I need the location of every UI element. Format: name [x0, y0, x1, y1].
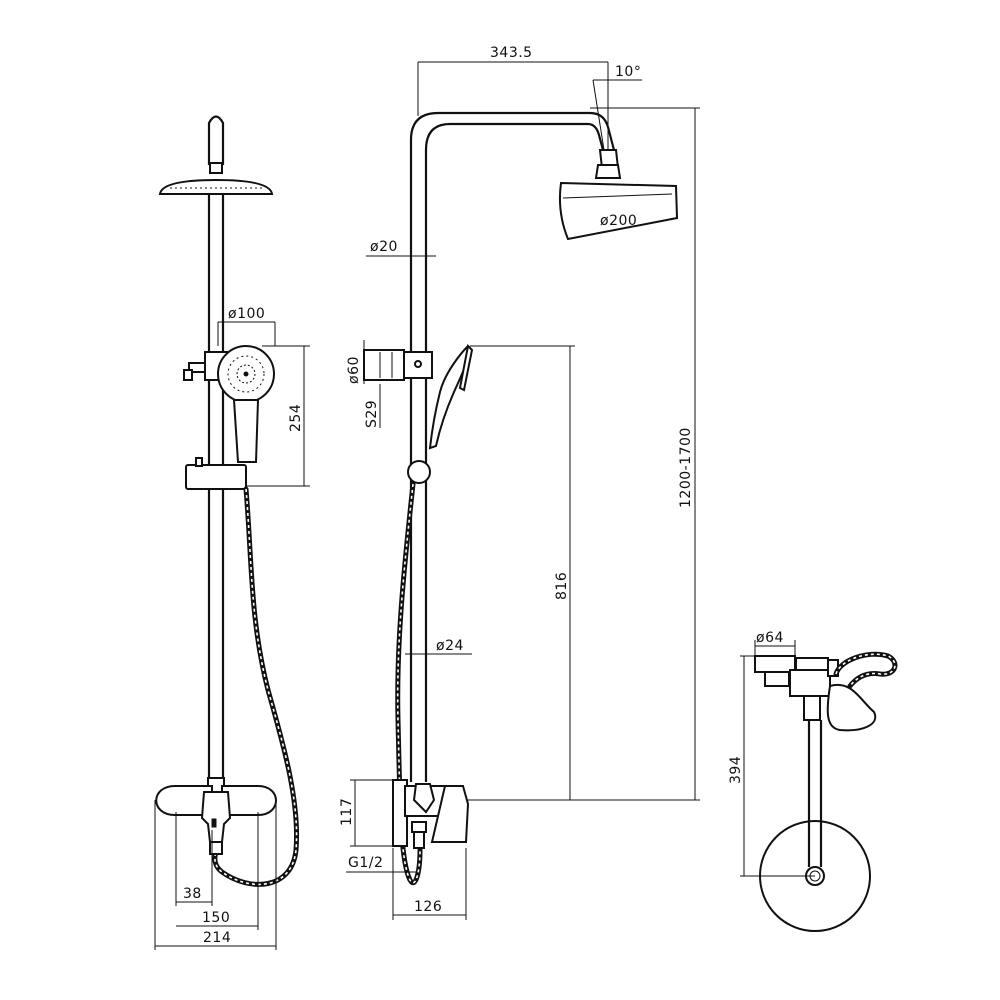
top-hose: [833, 651, 898, 689]
top-mixer-body: [789, 669, 831, 697]
side-riser-outer: [409, 111, 616, 782]
dim-side-inlet-thread: G1/2: [348, 855, 383, 871]
dim-side-total-height: 1200-1700: [678, 427, 694, 508]
top-view: ø64 394: [728, 630, 898, 932]
side-handshower: [428, 344, 472, 450]
dim-side-lower-tube-diameter: ø24: [436, 638, 464, 654]
front-hose-nut: [209, 841, 223, 855]
dim-side-head-tilt: 10°: [615, 64, 641, 80]
front-rain-head: [158, 178, 274, 195]
side-riser-inner: [424, 122, 605, 782]
front-mixer-lever: [200, 791, 232, 843]
dim-side-holder-diameter: ø60: [346, 356, 362, 384]
front-tube-top: [207, 115, 225, 165]
side-mixer-lever: [430, 785, 470, 843]
dim-top-riser-length: 394: [728, 756, 744, 784]
top-mixer-lever: [826, 683, 877, 732]
dim-front-slider-to-handshower: 254: [288, 404, 304, 432]
dim-front-mixer-width: 214: [203, 930, 231, 946]
dim-front-handshower-diameter: ø100: [228, 306, 265, 322]
front-slider: [185, 464, 247, 490]
front-mixer-left-flange: [155, 785, 213, 816]
dim-side-mixer-height: 117: [339, 798, 355, 826]
front-hose: [212, 486, 300, 887]
dim-front-inlet-offset: 38: [183, 886, 202, 902]
dim-side-mixer-to-holder: 816: [554, 572, 570, 600]
dim-side-head-diameter: ø200: [600, 213, 637, 229]
dim-top-flange-diameter: ø64: [756, 630, 784, 646]
dim-side-holder-thread: S29: [364, 400, 380, 428]
dim-side-upper-tube-diameter: ø20: [370, 239, 398, 255]
front-tube-collar: [209, 162, 223, 174]
side-holder-cup: [363, 349, 405, 381]
side-view: 343.5 10° ø200 ø20 ø60 S29 816 1200-1700…: [339, 45, 700, 920]
front-view: ø100 254 38 150 214: [154, 115, 310, 950]
side-rain-head: [558, 181, 679, 241]
side-slider-ball: [407, 460, 431, 484]
dim-side-arm-reach: 343.5: [490, 45, 533, 61]
dim-front-inlet-spacing: 150: [202, 910, 230, 926]
dim-side-mixer-depth: 126: [414, 899, 442, 915]
front-handshower-handle: [232, 399, 260, 463]
side-hose-nut: [411, 821, 427, 833]
